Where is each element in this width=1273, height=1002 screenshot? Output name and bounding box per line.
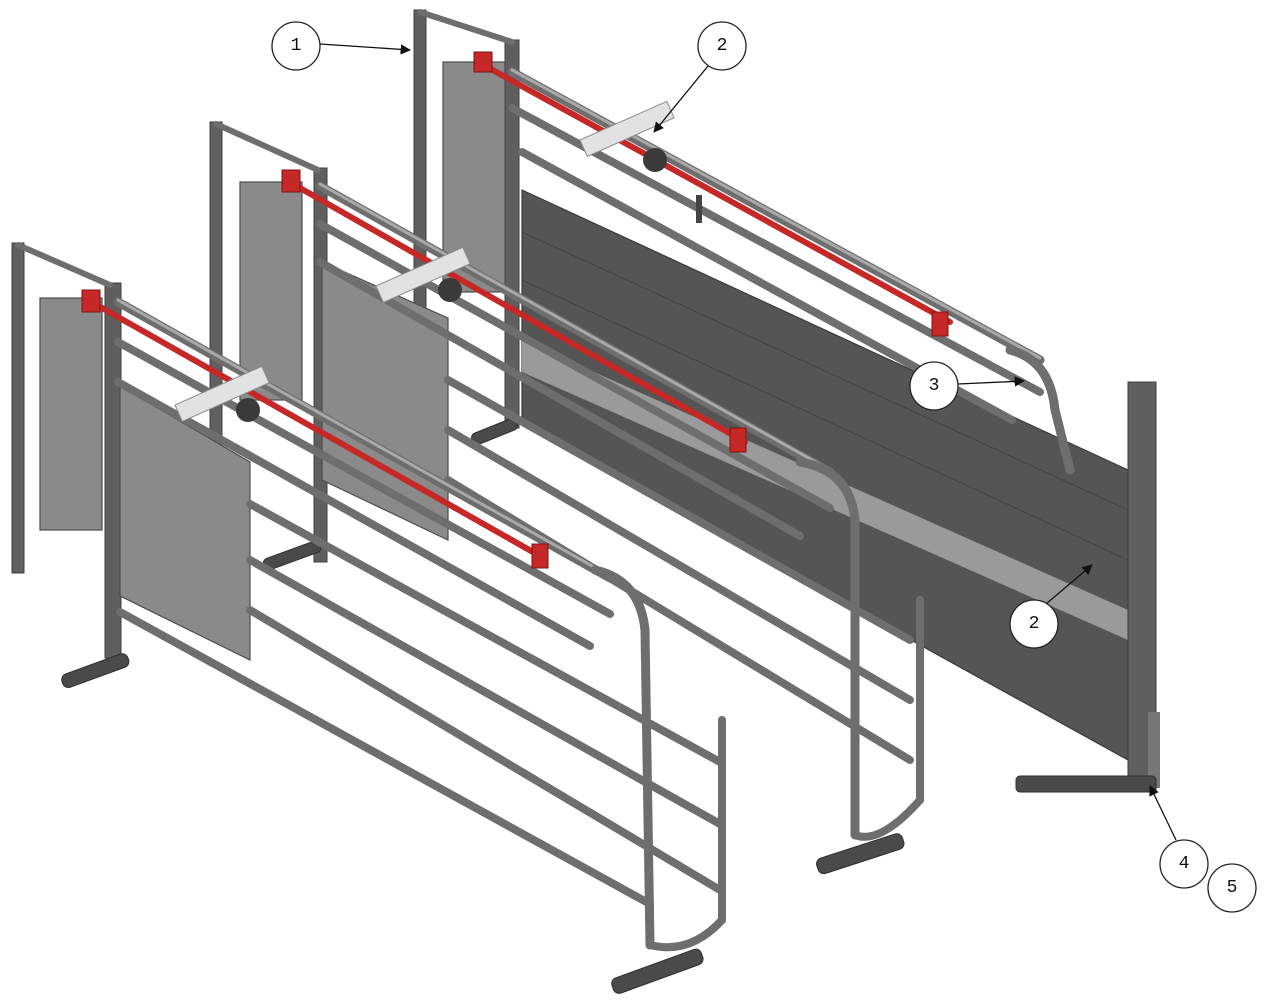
middle-gate-cylinder bbox=[375, 246, 471, 304]
callout-4-label: 4 bbox=[1179, 854, 1190, 874]
callout-5-label: 5 bbox=[1227, 878, 1238, 898]
callout-1: 1 bbox=[271, 21, 412, 71]
callout-5: 5 bbox=[1207, 863, 1257, 913]
back-gate-cylinder bbox=[579, 100, 675, 158]
callout-3: 3 bbox=[909, 361, 1026, 411]
front-gate-actuator-rod bbox=[85, 297, 543, 559]
back-gate bbox=[413, 9, 1160, 793]
callout-2-top: 2 bbox=[653, 21, 747, 133]
callout-2-bottom-label: 2 bbox=[1029, 614, 1040, 634]
middle-gate-actuator-rod bbox=[283, 177, 748, 445]
front-gate bbox=[11, 242, 726, 994]
front-gate-cylinder bbox=[174, 365, 270, 423]
front-gate-panel bbox=[119, 384, 251, 661]
callout-1-label: 1 bbox=[291, 36, 302, 56]
callout-2-bottom: 2 bbox=[1009, 564, 1093, 649]
callout-3-label: 3 bbox=[929, 376, 940, 396]
wall-light-stripe bbox=[522, 340, 1128, 640]
callout-2-top-label: 2 bbox=[717, 36, 728, 56]
end-post-foot bbox=[1015, 775, 1157, 793]
callout-4: 4 bbox=[1149, 785, 1209, 889]
back-gate-actuator-rod bbox=[475, 59, 953, 325]
